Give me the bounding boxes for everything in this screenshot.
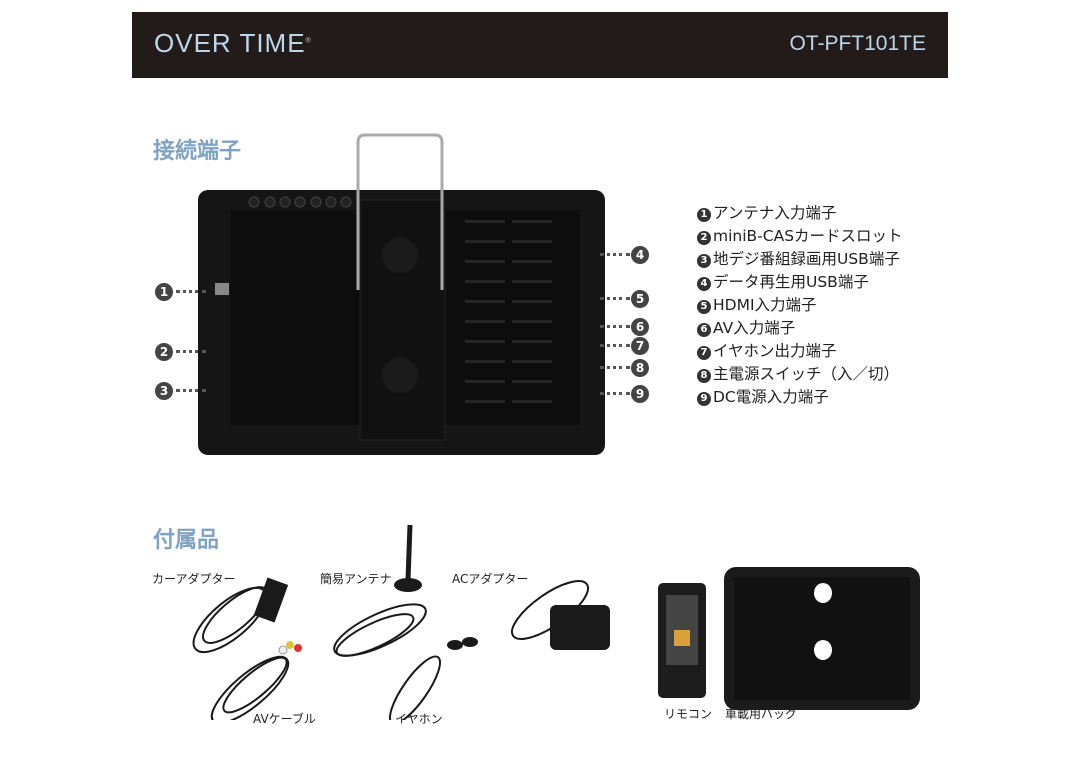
accessory-label-earphones: イヤホン (395, 712, 443, 726)
callout-leader (176, 290, 206, 293)
model-number: OT-PFT101TE (789, 32, 926, 55)
callout-leader (600, 253, 630, 256)
accessory-label-ac-adapter: ACアダプター (452, 572, 529, 586)
callout-3: 3 (155, 382, 173, 400)
callout-leader (176, 389, 206, 392)
callout-leader (600, 344, 630, 347)
header-banner: OVER TIME® OT-PFT101TE (132, 12, 948, 78)
callout-2: 2 (155, 343, 173, 361)
accessories-image (192, 524, 920, 720)
callout-8: 8 (631, 359, 649, 377)
callout-1: 1 (155, 283, 173, 301)
tv-rear-image (198, 133, 605, 455)
callout-leader (600, 366, 630, 369)
accessory-label-car-bag: 車載用バッグ (725, 707, 798, 721)
accessory-label-antenna: 簡易アンテナ (320, 572, 392, 586)
accessory-label-av-cable: AVケーブル (253, 712, 316, 726)
accessory-label-remote: リモコン (664, 707, 713, 721)
callout-9: 9 (631, 385, 649, 403)
accessory-label-car-adapter: カーアダプター (152, 572, 236, 586)
section-title-accessories: 付属品 (153, 528, 220, 553)
callout-5: 5 (631, 290, 649, 308)
callout-7: 7 (631, 337, 649, 355)
section-title-connections: 接続端子 (153, 139, 242, 164)
brand-logo: OVER TIME® (154, 28, 312, 58)
callout-leader (600, 325, 630, 328)
callout-6: 6 (631, 318, 649, 336)
callout-leader (176, 350, 206, 353)
callout-leader (600, 392, 630, 395)
callout-4: 4 (631, 246, 649, 264)
callout-leader (600, 297, 630, 300)
